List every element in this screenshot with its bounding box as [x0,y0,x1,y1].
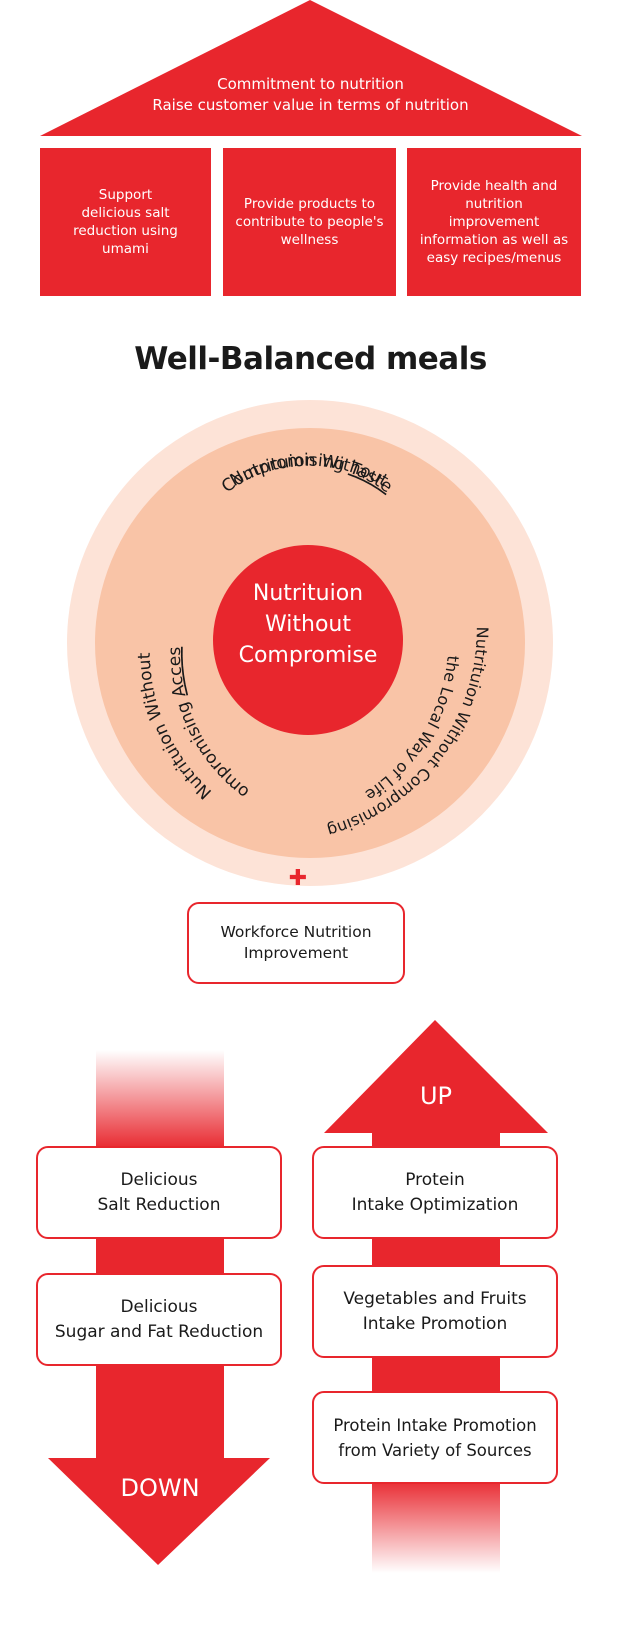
down-label: DOWN [120,1474,200,1502]
up-label: UP [419,1082,453,1110]
core-circle-text: Nutrituion Without Compromise [238,581,378,668]
sugar-fat-reduction-box: Delicious Sugar and Fat Reduction [36,1273,282,1366]
roof-triangle [40,0,582,136]
roof-line-1: Commitment to nutrition [217,75,404,93]
roof-text: Commitment to nutrition Raise customer v… [100,74,521,116]
pillar-wellness-products: Provide products to contribute to people… [223,148,396,296]
protein-optimization-box: Protein Intake Optimization [312,1146,558,1239]
pillar-health-information: Provide health and nutrition improvement… [407,148,581,296]
section-title: Well-Balanced meals [134,341,487,377]
vegetables-fruits-box: Vegetables and Fruits Intake Promotion [312,1265,558,1358]
protein-variety-box: Protein Intake Promotion from Variety of… [312,1391,558,1484]
workforce-nutrition-box: Workforce Nutrition Improvement [187,902,405,984]
plus-icon: ✚ [288,866,308,891]
core-circle [213,545,403,735]
salt-reduction-box: Delicious Salt Reduction [36,1146,282,1239]
nutrition-circle-diagram: Nutrituion Without Compromising Taste Nu… [0,400,553,886]
pillar-salt-reduction: Support delicious salt reduction using u… [40,148,211,296]
roof-line-2: Raise customer value in terms of nutriti… [152,96,469,114]
